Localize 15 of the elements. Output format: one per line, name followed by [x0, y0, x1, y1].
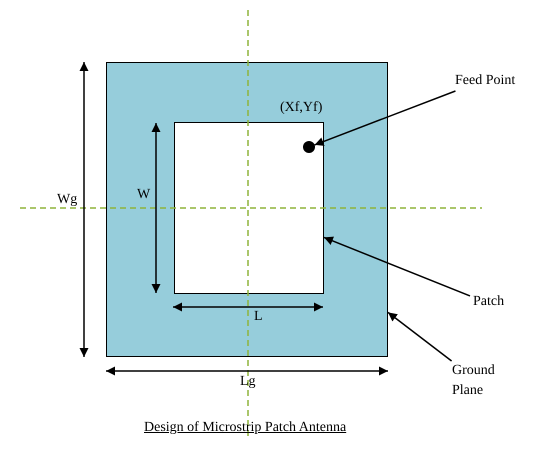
callout-label: Ground Plane [452, 361, 512, 401]
ground-plane [106, 62, 388, 357]
leader-line [314, 90, 456, 146]
callout-label: Patch [473, 292, 504, 312]
callout-label: Feed Point [455, 71, 516, 91]
leader-line [388, 312, 452, 362]
patch-rectangle [174, 122, 324, 294]
dimension-label: Wg [57, 191, 78, 209]
dimension-label: Lg [240, 373, 256, 391]
caption: Design of Microstrip Patch Antenna [144, 419, 346, 437]
leader-line [324, 236, 470, 297]
coordinate-label: (Xf,Yf) [280, 99, 322, 117]
dimension-label: L [254, 308, 263, 326]
feed-point-dot [303, 141, 315, 153]
dimension-label: W [137, 186, 150, 204]
